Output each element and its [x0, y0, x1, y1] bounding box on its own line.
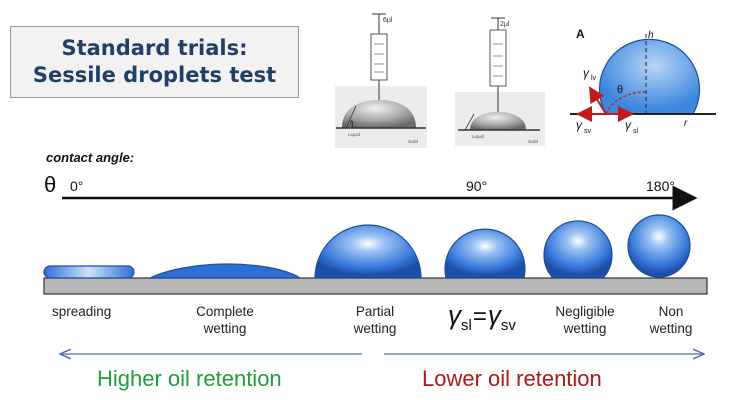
young-droplet	[598, 38, 701, 115]
syringe-2-droplet	[470, 112, 526, 130]
equation-equal-tension: γsl=γsv	[448, 300, 516, 334]
label-complete-line2: wetting	[203, 321, 247, 336]
label-spreading: spreading	[52, 304, 112, 319]
label-complete-wetting: Complete wetting	[180, 303, 270, 337]
tick-label-0: 0°	[70, 178, 84, 194]
label-negligible-line2: wetting	[563, 321, 607, 336]
droplet-negligible-wetting	[543, 220, 613, 279]
droplet-equal-tension	[444, 228, 526, 279]
young-lv-sub: lv	[591, 75, 597, 82]
syringe-2-solid-label: Solid	[528, 139, 539, 144]
lower-oil-retention: Lower oil retention	[422, 366, 602, 391]
eq-equals: =	[472, 303, 487, 330]
young-theta-label: θ	[617, 84, 623, 96]
tick-label-180: 180°	[646, 178, 675, 194]
young-lv-arrow	[588, 86, 607, 115]
syringe-1-solid-label: Solid	[408, 139, 419, 144]
tick-label-90: 90°	[466, 178, 488, 194]
young-sl-gamma: γ	[625, 118, 632, 132]
label-non-line2: wetting	[649, 321, 693, 336]
label-complete-line1: Complete	[196, 304, 254, 319]
young-sv-gamma: γ	[576, 118, 583, 132]
label-partial-wetting: Partial wetting	[335, 303, 415, 337]
droplet-partial-wetting	[314, 224, 422, 279]
syringe-diagram-2: 2µl Liquid Solid	[455, 17, 545, 146]
young-angle-arc	[605, 91, 647, 115]
droplet-non-wetting	[627, 214, 691, 278]
title-line-1: Standard trials:	[61, 36, 248, 60]
young-r-label: r	[684, 118, 688, 129]
label-negligible-wetting: Negligible wetting	[540, 303, 630, 337]
young-sl-sub: sl	[633, 128, 639, 135]
young-lv-gamma: γ	[583, 66, 590, 80]
young-sv-sub: sv	[584, 128, 592, 135]
solid-surface	[43, 277, 708, 295]
syringe-1-droplet	[342, 100, 416, 128]
label-non-wetting: Non wetting	[636, 303, 706, 337]
label-non-line1: Non	[658, 304, 684, 319]
label-partial-line2: wetting	[353, 321, 397, 336]
young-h-label: h	[648, 30, 654, 41]
syringe-2-barrel	[489, 29, 507, 87]
eq-sub-sv: sv	[500, 317, 516, 334]
syringe-1-liquid-label: Liquid	[348, 132, 361, 137]
higher-oil-retention: Higher oil retention	[97, 366, 282, 391]
syringe-1-barrel	[370, 33, 388, 81]
eq-gamma-2: γ	[487, 300, 501, 330]
title-box: Standard trials: Sessile droplets test	[10, 26, 299, 98]
eq-gamma-1: γ	[448, 300, 461, 330]
label-negligible-line1: Negligible	[555, 304, 615, 319]
title-line-2: Sessile droplets test	[32, 63, 277, 87]
young-panel-label: A	[576, 27, 585, 41]
young-diagram: A h r θ γ lv γ sv γ sl	[570, 27, 716, 135]
syringe-2-liquid-label: Liquid	[472, 134, 485, 139]
syringe-2-volume: 2µl	[500, 21, 510, 28]
syringe-1-angle-label: θ	[350, 121, 354, 127]
axis-theta-symbol: θ	[44, 172, 57, 197]
droplet-spreading	[43, 265, 135, 279]
contact-angle-label: contact angle:	[46, 150, 135, 165]
label-partial-line1: Partial	[355, 304, 395, 319]
eq-sub-sl: sl	[461, 317, 472, 334]
syringe-1-volume: 6µl	[383, 17, 393, 24]
droplet-complete-wetting	[149, 263, 303, 279]
syringe-diagram-1: θ 6µl Liquid Solid	[335, 13, 427, 148]
